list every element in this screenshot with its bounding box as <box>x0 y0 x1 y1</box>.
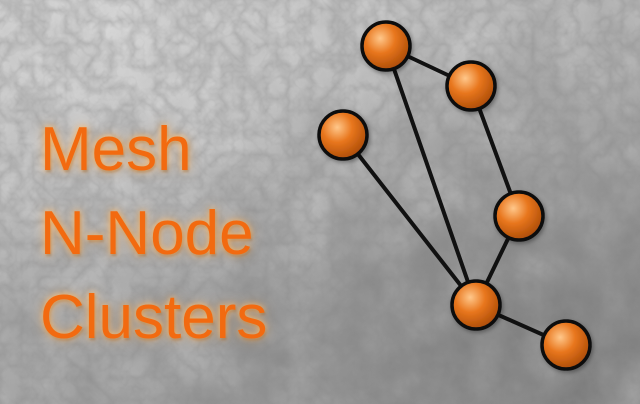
edge-n3-n5 <box>341 133 478 307</box>
node-n1 <box>360 20 412 72</box>
title: Mesh N-Node Clusters <box>40 108 267 360</box>
node-n6 <box>540 319 592 371</box>
title-line-1: Mesh <box>40 115 192 184</box>
title-line-3: Clusters <box>40 283 268 352</box>
edge-n1-n5 <box>384 44 478 307</box>
nodes <box>317 20 592 371</box>
node-n3 <box>317 109 369 161</box>
node-n4 <box>493 190 545 242</box>
node-n2 <box>445 60 497 112</box>
node-n5 <box>450 279 502 331</box>
title-line-2: N-Node <box>40 199 254 268</box>
